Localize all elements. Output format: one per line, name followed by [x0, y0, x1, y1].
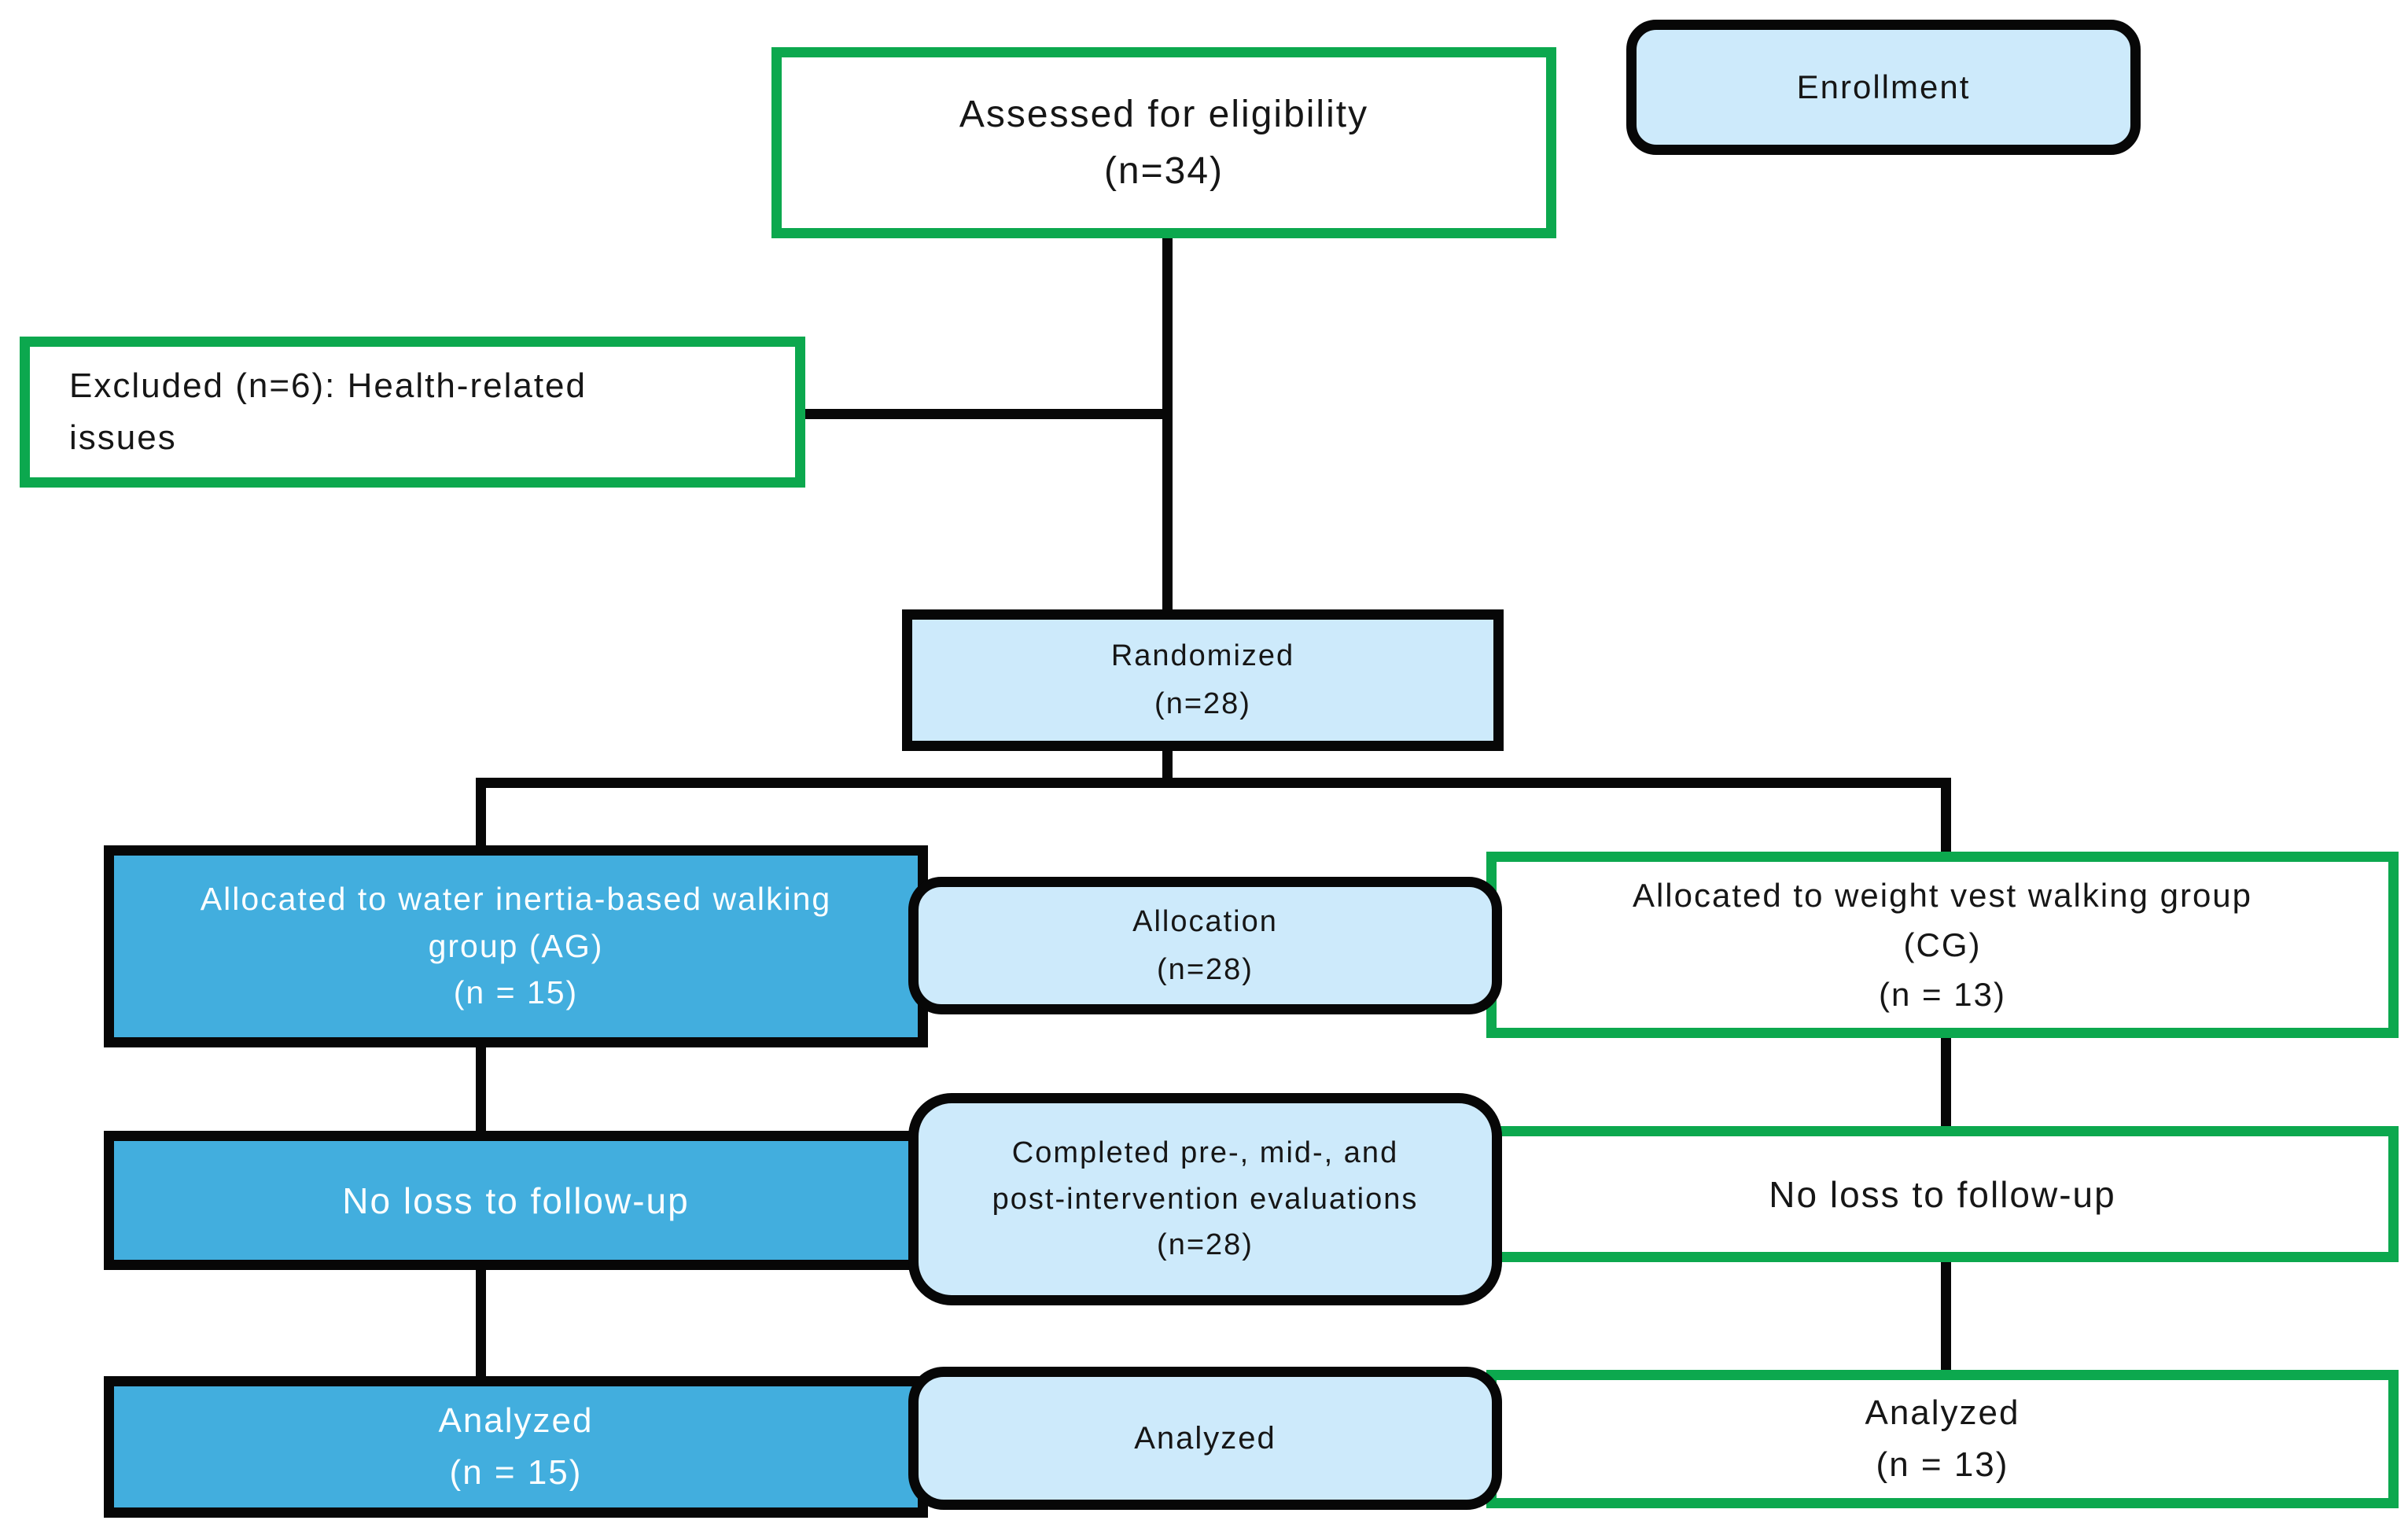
analyzed-cg-text: Analyzed (n = 13)	[1865, 1393, 2020, 1484]
connector-branch-horizontal	[476, 778, 1951, 788]
analyzed-ag-text: Analyzed (n = 15)	[438, 1401, 594, 1492]
excluded-text: Excluded (n=6): Health-related issues	[69, 366, 587, 457]
randomized-text: Randomized (n=28)	[1110, 639, 1295, 720]
assessed-for-eligibility-text: Assessed for eligibility (n=34)	[959, 93, 1369, 192]
connector-ag-to-followup	[476, 1044, 486, 1136]
analyzed-ag-box: Analyzed (n = 15)	[104, 1376, 928, 1518]
analyzed-cg-box: Analyzed (n = 13)	[1486, 1370, 2399, 1508]
randomized-box: Randomized (n=28)	[902, 609, 1504, 751]
allocated-cg-text: Allocated to weight vest walking group (…	[1632, 877, 2253, 1013]
allocation-stage-box: Allocation (n=28)	[908, 877, 1502, 1014]
analyzed-stage-label: Analyzed	[1134, 1420, 1276, 1456]
enrollment-stage-box: Enrollment	[1626, 20, 2141, 155]
connector-excluded-branch	[796, 409, 1172, 419]
followup-ag-box: No loss to follow-up	[104, 1131, 928, 1270]
connector-branch-to-cg	[1941, 784, 1951, 858]
followup-cg-text: No loss to follow-up	[1769, 1173, 2116, 1215]
allocation-stage-label: Allocation (n=28)	[1132, 904, 1278, 986]
completed-evaluations-box: Completed pre-, mid-, and post-intervent…	[908, 1093, 1502, 1305]
excluded-box: Excluded (n=6): Health-related issues	[20, 337, 805, 488]
connector-assessed-to-randomized	[1162, 234, 1173, 613]
connector-branch-to-ag	[476, 784, 486, 852]
allocated-ag-box: Allocated to water inertia-based walking…	[104, 845, 928, 1047]
connector-cg-followup-to-analyzed	[1941, 1258, 1951, 1375]
analyzed-stage-box: Analyzed	[908, 1367, 1502, 1510]
followup-ag-text: No loss to follow-up	[342, 1180, 690, 1221]
followup-cg-box: No loss to follow-up	[1486, 1126, 2399, 1262]
connector-cg-to-followup	[1941, 1034, 1951, 1131]
allocated-ag-text: Allocated to water inertia-based walking…	[200, 881, 832, 1011]
assessed-for-eligibility-box: Assessed for eligibility (n=34)	[771, 47, 1556, 238]
allocated-cg-box: Allocated to weight vest walking group (…	[1486, 852, 2399, 1038]
completed-evaluations-text: Completed pre-, mid-, and post-intervent…	[992, 1136, 1419, 1262]
connector-ag-followup-to-analyzed	[476, 1266, 486, 1381]
enrollment-stage-label: Enrollment	[1796, 68, 1971, 105]
